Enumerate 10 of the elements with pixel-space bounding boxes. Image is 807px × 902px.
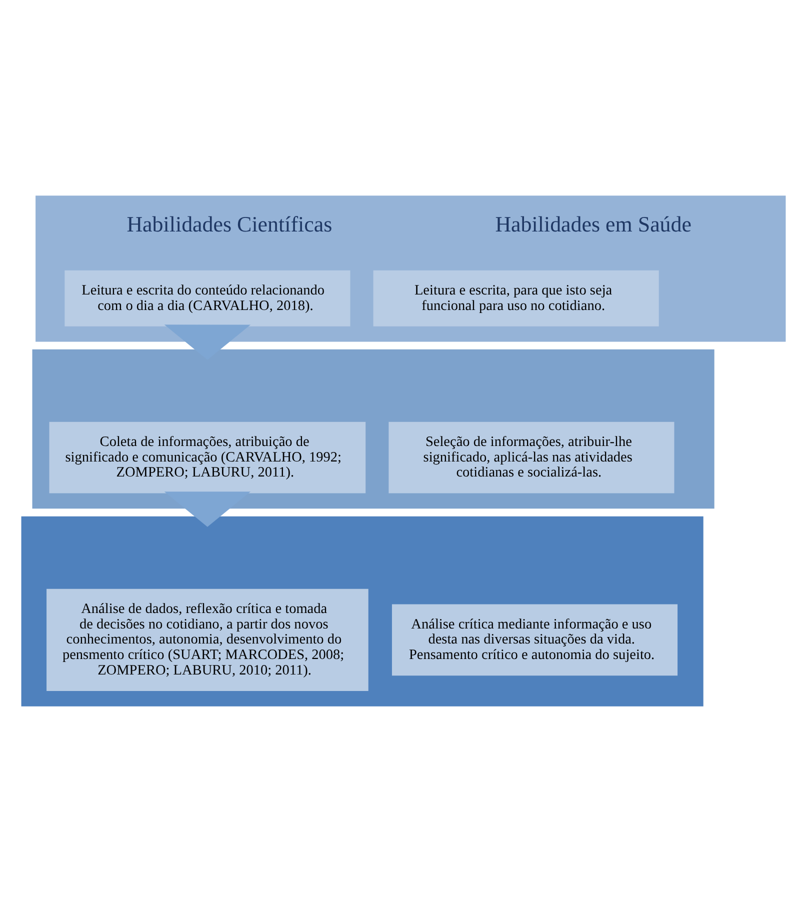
node-box: Coleta de informações, atribuição de significado e comunicação (CARVALHO, 1992; ZOMPERO; LABURU, 2011). bbox=[49, 422, 366, 494]
node-box: Leitura e escrita do conteúdo relacionando com o dia a dia (CARVALHO, 2018). bbox=[64, 270, 350, 326]
arrow bbox=[164, 492, 251, 527]
node-box: Análise de dados, reflexão crítica e tomada de decisões no cotidiano, a partir dos novos conhecimentos, autonomia, desenvolvimento do pensmento crítico (SUART; MARCODES, 2008; ZOMPERO; LABURU, 2010; 2011). bbox=[46, 588, 368, 691]
node-box: Leitura e escrita, para que isto seja funcional para uso no cotidiano. bbox=[373, 270, 659, 326]
arrow bbox=[164, 324, 251, 360]
cluster bbox=[21, 516, 704, 706]
cluster bbox=[32, 349, 714, 509]
node-box: Análise crítica mediante informação e uso desta nas diversas situações da vida. Pensamento crítico e autonomia do sujeito. bbox=[392, 604, 678, 676]
node-box: Seleção de informações, atribuir-lhe significado, aplicá-las nas atividades cotidianas e socializá-las. bbox=[388, 422, 674, 494]
